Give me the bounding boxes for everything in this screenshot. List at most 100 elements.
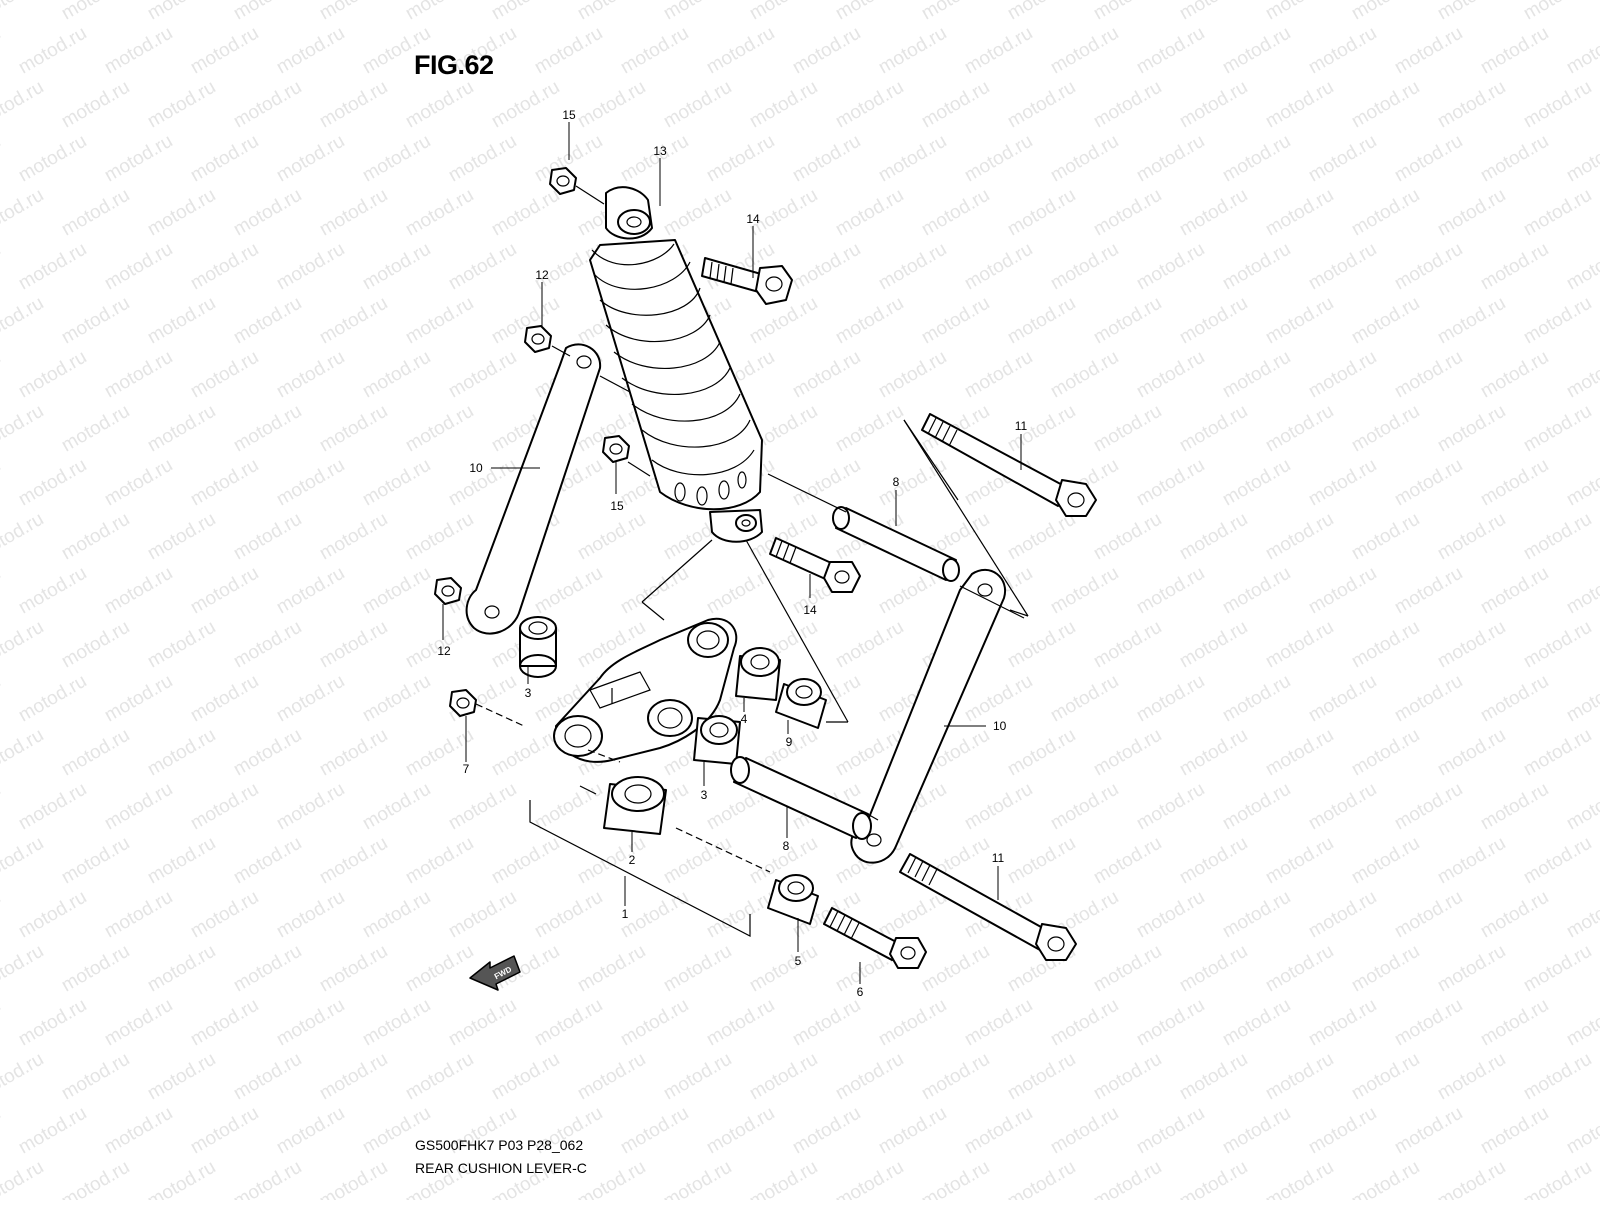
watermark-text: motod.ru <box>1348 941 1423 997</box>
watermark-text: motod.ru <box>660 185 735 241</box>
watermark-text: motod.ru <box>273 455 348 511</box>
watermark-text: motod.ru <box>1047 779 1122 835</box>
callout-13: 13 <box>653 144 667 158</box>
watermark-text: motod.ru <box>0 239 4 295</box>
watermark-text: motod.ru <box>1305 131 1380 187</box>
bolt-14-upper <box>701 257 793 305</box>
watermark-text: motod.ru <box>1133 779 1208 835</box>
spacer-5 <box>767 874 819 925</box>
watermark-text: motod.ru <box>187 1103 262 1159</box>
spacer-9 <box>775 678 827 729</box>
watermark-text: motod.ru <box>101 779 176 835</box>
watermark-text: motod.ru <box>187 563 262 619</box>
watermark-text: motod.ru <box>144 185 219 241</box>
watermark-text: motod.ru <box>144 509 219 565</box>
watermark-text: motod.ru <box>1133 1103 1208 1159</box>
watermark-text: motod.ru <box>1563 887 1600 943</box>
watermark-text: motod.ru <box>15 995 90 1051</box>
bushing-2 <box>603 776 667 835</box>
watermark-text: motod.ru <box>1219 131 1294 187</box>
watermark-text: motod.ru <box>1004 509 1079 565</box>
watermark-text: motod.ru <box>316 833 391 889</box>
watermark-text: motod.ru <box>402 833 477 889</box>
watermark-text: motod.ru <box>1090 1157 1165 1200</box>
watermark-text: motod.ru <box>1305 779 1380 835</box>
watermark-text: motod.ru <box>660 1049 735 1105</box>
watermark-text: motod.ru <box>1133 455 1208 511</box>
bolt-6 <box>823 907 927 969</box>
watermark-text: motod.ru <box>0 671 4 727</box>
watermark-text: motod.ru <box>316 941 391 997</box>
watermark-text: motod.ru <box>1305 671 1380 727</box>
watermark-text: motod.ru <box>101 347 176 403</box>
watermark-text: motod.ru <box>1262 1049 1337 1105</box>
watermark-text: motod.ru <box>15 779 90 835</box>
watermark-text: motod.ru <box>402 185 477 241</box>
watermark-text: motod.ru <box>1305 563 1380 619</box>
watermark-text: motod.ru <box>1348 1157 1423 1200</box>
watermark-text: motod.ru <box>918 0 993 24</box>
watermark-text: motod.ru <box>875 347 950 403</box>
watermark-text: motod.ru <box>1262 185 1337 241</box>
watermark-text: motod.ru <box>445 779 520 835</box>
callout-8: 8 <box>783 839 790 853</box>
watermark-text: motod.ru <box>1520 833 1595 889</box>
watermark-text: motod.ru <box>660 77 735 133</box>
watermark-text: motod.ru <box>1262 725 1337 781</box>
watermark-text: motod.ru <box>746 941 821 997</box>
watermark-text: motod.ru <box>273 779 348 835</box>
watermark-text: motod.ru <box>789 239 864 295</box>
watermark-text: motod.ru <box>1004 617 1079 673</box>
watermark-text: motod.ru <box>1391 455 1466 511</box>
watermark-text: motod.ru <box>15 671 90 727</box>
watermark-text: motod.ru <box>230 725 305 781</box>
watermark-text: motod.ru <box>1047 671 1122 727</box>
watermark-text: motod.ru <box>0 1103 4 1159</box>
watermark-text: motod.ru <box>0 887 4 943</box>
watermark-text: motod.ru <box>273 995 348 1051</box>
watermark-text: motod.ru <box>58 725 133 781</box>
watermark-text: motod.ru <box>1133 887 1208 943</box>
callout-11: 11 <box>992 851 1005 865</box>
watermark-text: motod.ru <box>1348 401 1423 457</box>
watermark-text: motod.ru <box>1176 185 1251 241</box>
watermark-text: motod.ru <box>1563 1103 1600 1159</box>
watermark-text: motod.ru <box>1305 1103 1380 1159</box>
watermark-text: motod.ru <box>445 131 520 187</box>
watermark-text: motod.ru <box>1563 455 1600 511</box>
nut-12-lower <box>434 577 462 605</box>
callout-15: 15 <box>610 499 624 513</box>
watermark-text: motod.ru <box>402 401 477 457</box>
watermark-text: motod.ru <box>1262 509 1337 565</box>
watermark-text: motod.ru <box>660 1157 735 1200</box>
watermark-text: motod.ru <box>832 1049 907 1105</box>
watermark-text: motod.ru <box>144 1157 219 1200</box>
watermark-text: motod.ru <box>15 131 90 187</box>
watermark-text: motod.ru <box>1176 509 1251 565</box>
watermark-text: motod.ru <box>660 0 735 24</box>
bolt-11-upper <box>921 413 1097 517</box>
watermark-text: motod.ru <box>1563 23 1600 79</box>
watermark-text: motod.ru <box>1219 887 1294 943</box>
watermark-text: motod.ru <box>1090 185 1165 241</box>
watermark-text: motod.ru <box>832 617 907 673</box>
watermark-text: motod.ru <box>101 563 176 619</box>
watermark-text: motod.ru <box>789 131 864 187</box>
bolt-14-lower <box>769 537 861 593</box>
watermark-text: motod.ru <box>230 185 305 241</box>
bushing-3-upper <box>519 616 557 678</box>
watermark-text: motod.ru <box>1305 239 1380 295</box>
watermark-text: motod.ru <box>1219 347 1294 403</box>
watermark-text: motod.ru <box>961 671 1036 727</box>
watermark-text: motod.ru <box>1262 617 1337 673</box>
watermark-text: motod.ru <box>1219 239 1294 295</box>
watermark-text: motod.ru <box>316 1157 391 1200</box>
watermark-text: motod.ru <box>0 1157 47 1200</box>
watermark-text: motod.ru <box>1133 671 1208 727</box>
watermark-text: motod.ru <box>1434 509 1509 565</box>
sleeve-8-upper <box>832 506 960 582</box>
watermark-text: motod.ru <box>101 887 176 943</box>
watermark-text: motod.ru <box>1391 23 1466 79</box>
